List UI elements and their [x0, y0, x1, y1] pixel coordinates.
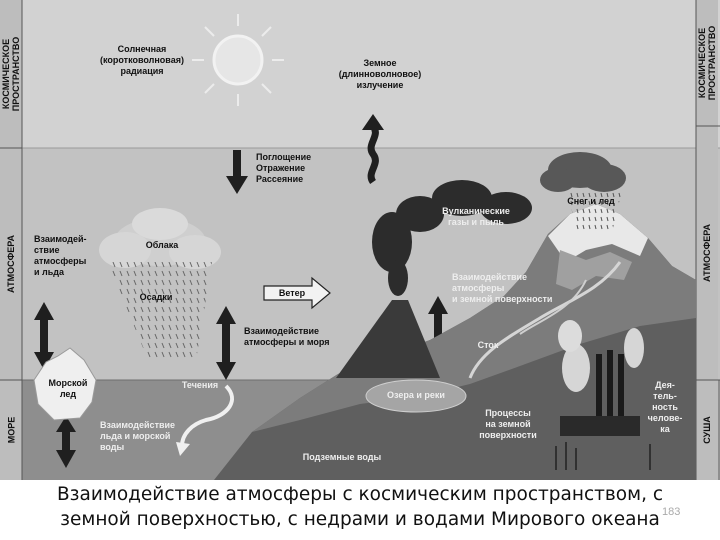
label-runoff: Сток: [477, 340, 499, 350]
ocean-current-arrow: [176, 384, 234, 456]
factory: [555, 320, 651, 470]
label-precipitation: Осадки: [139, 292, 173, 302]
atm-ice-double-arrow: [34, 302, 54, 370]
label-absorption: Поглощение Отражение Рассеяние: [256, 152, 312, 184]
rain-cloud: [99, 208, 221, 360]
label-volcanic: Вулканические газы и пыль: [442, 206, 510, 227]
label-snow-ice: Снег и лед: [567, 196, 615, 206]
climate-system-diagram: КОСМИЧЕСКОЕ ПРОСТРАНСТВО КОСМИЧЕСКОЕ ПРО…: [0, 0, 720, 480]
slide-caption: Взаимодействие атмосферы с космическим п…: [0, 482, 720, 532]
label-currents: Течения: [181, 380, 219, 390]
solar-down-arrow: [226, 150, 248, 194]
zone-label-atmosphere-right: АТМОСФЕРА: [702, 224, 713, 282]
caption-line-1: Взаимодействие атмосферы с космическим п…: [56, 484, 664, 505]
label-clouds: Облака: [145, 240, 179, 250]
label-ice-sea: Взаимодействие льда и морской воды: [100, 420, 176, 452]
label-groundwater: Подземные воды: [302, 452, 382, 462]
terrestrial-radiation-arrow: [362, 114, 384, 185]
label-sea-ice: Морской лед: [48, 378, 88, 399]
zone-label-land: СУША: [702, 416, 712, 444]
atm-sea-double-arrow: [216, 306, 236, 380]
label-human-activity: Дея- тель- ность челове- ка: [647, 380, 683, 434]
label-wind: Ветер: [278, 288, 306, 298]
space-zone: [0, 0, 720, 148]
volcano: [336, 180, 532, 378]
ice-sea-double-arrow: [56, 416, 76, 468]
sea-ice-iceberg: [33, 347, 97, 421]
label-atm-ice: Взаимодей- ствие атмосферы и льда: [34, 234, 87, 277]
label-atm-surface: Взаимодействие атмосферы и земной поверх…: [452, 272, 553, 304]
snow-cloud: [540, 152, 626, 232]
label-atm-sea: Взаимодействие атмосферы и моря: [244, 326, 330, 347]
caption-line-2: земной поверхностью, с недрами и водами …: [60, 509, 660, 530]
sun-icon: [192, 14, 284, 106]
zone-label-space-left: КОСМИЧЕСКОЕ ПРОСТРАНСТВО: [1, 36, 22, 112]
label-surface-processes: Процессы на земной поверхности: [479, 408, 537, 440]
diagram-graphics: [0, 0, 720, 480]
page-number: 183: [662, 506, 681, 518]
zone-label-atmosphere-left: АТМОСФЕРА: [6, 235, 17, 293]
wind-arrow: [263, 276, 331, 310]
label-terrestrial-radiation: Земное (длинноволновое) излучение: [338, 58, 422, 90]
zone-label-space-right: КОСМИЧЕСКОЕ ПРОСТРАНСТВО: [697, 25, 718, 101]
zone-label-sea: МОРЕ: [6, 416, 17, 444]
label-lakes: Озера и реки: [387, 390, 445, 400]
label-solar-radiation: Солнечная (коротковолновая) радиация: [100, 44, 184, 76]
